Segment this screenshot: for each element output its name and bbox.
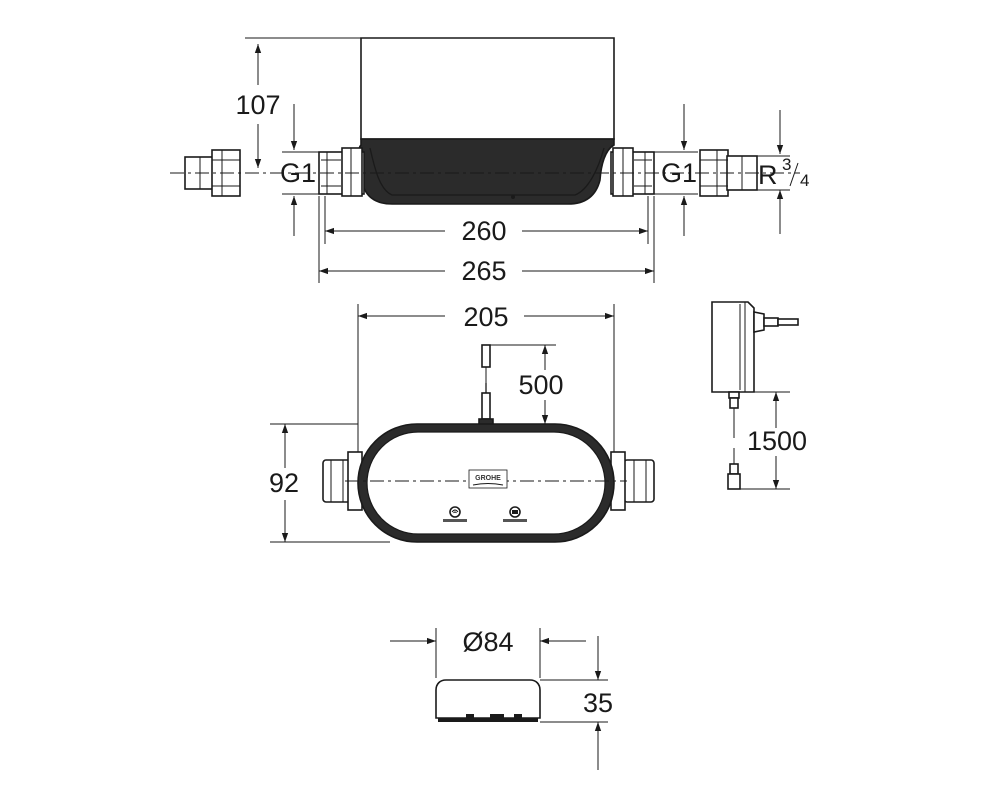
- wifi-button: [443, 506, 467, 522]
- right-outlet-port: [610, 147, 655, 197]
- sensor-cable: [478, 344, 494, 426]
- sensor-body: [435, 679, 541, 722]
- left-inlet-port: [318, 147, 365, 197]
- connector-thread-dimension: R 3 4: [757, 110, 809, 234]
- connector-thread-label: R: [758, 160, 778, 190]
- sensor-diameter-dimension: Ø84: [390, 627, 586, 678]
- inlet-thread-dimension: G1: [280, 104, 319, 236]
- overall-width-label: 265: [461, 256, 506, 286]
- sensor-view: Ø84 35: [390, 627, 613, 770]
- led-indicator: [511, 195, 515, 199]
- sensor-height-label: 35: [583, 688, 613, 718]
- inlet-thread-label: G1: [280, 158, 316, 188]
- depth-label: 92: [269, 468, 299, 498]
- connector-fraction-denominator: 4: [800, 171, 809, 190]
- front-view: 107 G1 G1 R 3 4: [170, 37, 809, 286]
- brand-logo-text: GROHE: [475, 475, 501, 482]
- main-housing: [358, 37, 615, 205]
- brand-logo: GROHE: [468, 469, 508, 489]
- adapter-cable-label: 1500: [747, 426, 807, 456]
- overall-width-dimension: 265: [318, 196, 655, 286]
- reset-button: [503, 506, 527, 522]
- top-view: 205 500: [269, 302, 655, 543]
- wifi-icon: [451, 509, 459, 514]
- sensor-height-dimension: 35: [540, 636, 613, 770]
- cable-length-label: 500: [518, 370, 563, 400]
- body-width-dimension: 260: [324, 196, 649, 246]
- top-right-port: [610, 451, 655, 511]
- body-width-label: 260: [461, 216, 506, 246]
- height-dimension: 107: [235, 37, 361, 168]
- adapter-cable-dimension: 1500: [739, 391, 807, 490]
- height-label: 107: [235, 90, 280, 120]
- reset-icon: [512, 510, 518, 514]
- depth-dimension: 92: [269, 423, 390, 543]
- connector-fraction-numerator: 3: [782, 155, 791, 174]
- power-adapter: 1500: [711, 301, 807, 490]
- fraction-slash: [789, 162, 799, 187]
- sensor-diameter-label: Ø84: [462, 627, 513, 657]
- top-width-dimension: 205: [357, 302, 615, 455]
- top-width-label: 205: [463, 302, 508, 332]
- outlet-thread-dimension: G1: [654, 104, 698, 236]
- outlet-thread-label: G1: [661, 158, 697, 188]
- cable-length-dimension: 500: [490, 344, 564, 424]
- power-plug-icon: [711, 301, 799, 409]
